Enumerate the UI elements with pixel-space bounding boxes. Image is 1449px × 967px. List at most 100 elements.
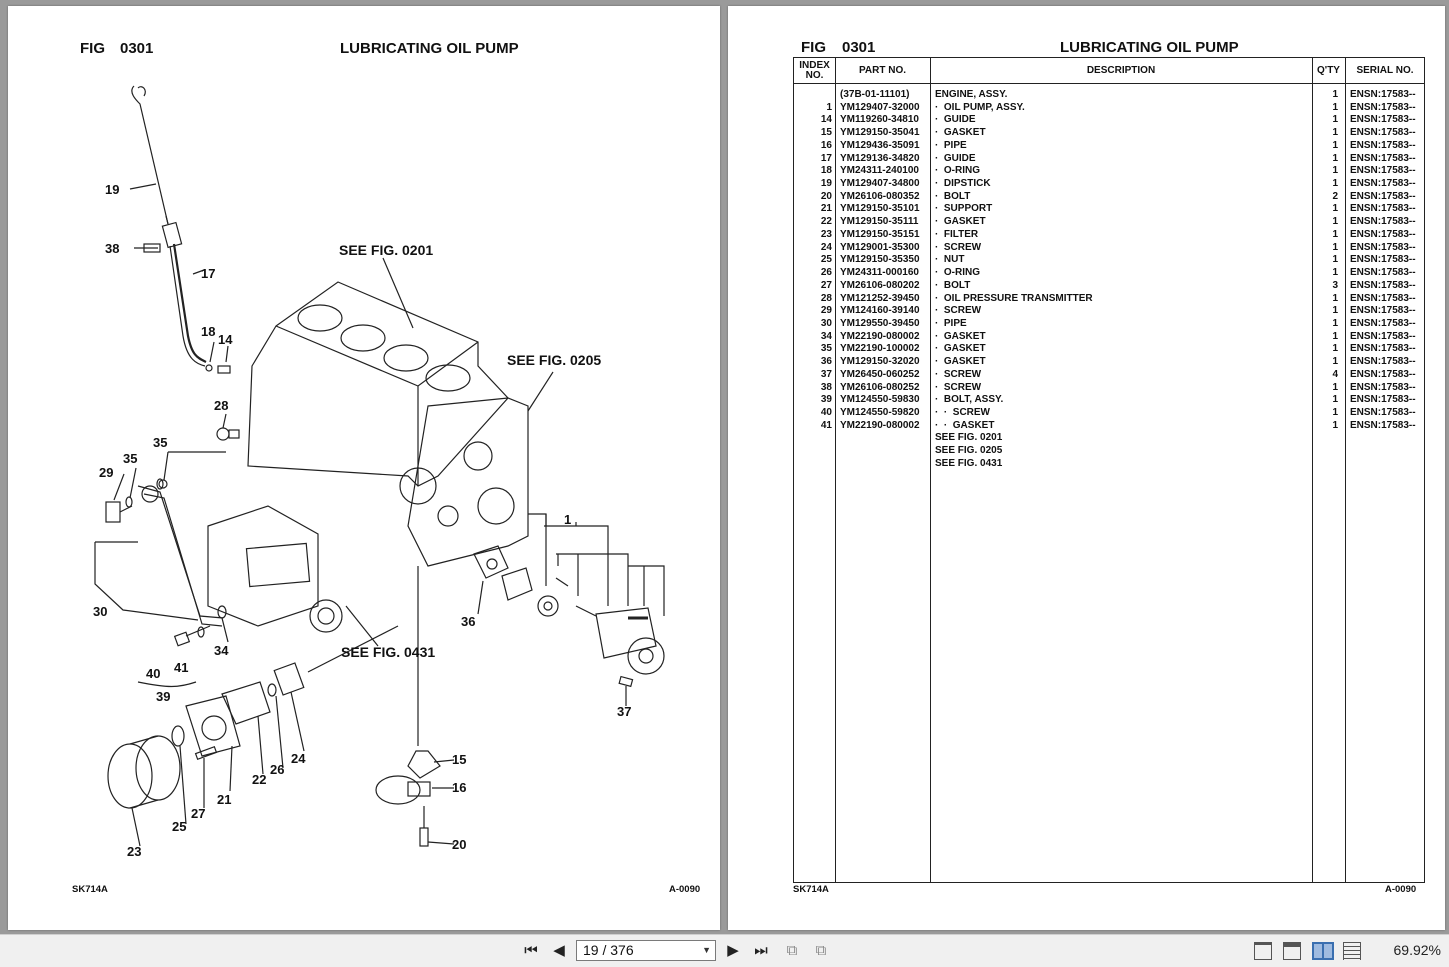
index-cell: 18 bbox=[820, 165, 832, 177]
fig-number: 0301 bbox=[842, 39, 876, 56]
index-cell: 22 bbox=[820, 216, 832, 228]
serial-cell: ENSN:17583-- bbox=[1350, 292, 1416, 304]
callout-19: 19 bbox=[105, 182, 119, 197]
part-number-cell: YM26106-080202 bbox=[840, 279, 920, 291]
table-row: 30 YM129550-39450 · PIPE 1 ENSN:17583-- bbox=[794, 318, 1424, 331]
part-number-cell: YM129150-35101 bbox=[840, 203, 920, 215]
continuous-view-icon[interactable] bbox=[1283, 942, 1301, 960]
description-cell: ENGINE, ASSY. bbox=[935, 89, 1008, 100]
part-number-cell: YM129436-35091 bbox=[840, 139, 920, 151]
col-qty-header: Q'TY bbox=[1317, 64, 1340, 76]
index-cell: 30 bbox=[820, 317, 832, 329]
qty-cell: 1 bbox=[1332, 407, 1338, 418]
footer-left: SK714A bbox=[72, 884, 108, 895]
qty-cell: 1 bbox=[1332, 419, 1338, 431]
description-cell: · PIPE bbox=[935, 139, 967, 151]
part-number-cell: YM129407-32000 bbox=[840, 101, 920, 113]
qty-cell: 1 bbox=[1332, 381, 1338, 393]
fig-label: FIG bbox=[801, 39, 826, 56]
col-serial-header: SERIAL NO. bbox=[1356, 64, 1414, 76]
next-page-button[interactable]: ▶ bbox=[727, 942, 739, 959]
col-index-header: INDEX NO. bbox=[799, 59, 830, 81]
index-cell: 35 bbox=[820, 343, 832, 355]
qty-cell: 1 bbox=[1332, 254, 1338, 266]
qty-cell: 4 bbox=[1332, 368, 1338, 380]
next-view-icon[interactable]: ⧉ bbox=[815, 942, 827, 959]
first-page-button[interactable]: ⏮ bbox=[524, 942, 538, 959]
index-cell: 20 bbox=[820, 190, 832, 202]
qty-cell: 1 bbox=[1332, 101, 1338, 113]
serial-cell: ENSN:17583-- bbox=[1350, 203, 1416, 215]
previous-page-button[interactable]: ◀ bbox=[553, 942, 565, 959]
serial-cell: ENSN:17583-- bbox=[1350, 190, 1416, 202]
qty-cell: 2 bbox=[1332, 190, 1338, 202]
callout-27: 27 bbox=[191, 806, 205, 821]
serial-cell: ENSN:17583-- bbox=[1350, 317, 1416, 329]
description-cell: · SCREW bbox=[935, 368, 982, 380]
qty-cell: 1 bbox=[1332, 305, 1338, 317]
part-number-cell: YM129550-39450 bbox=[840, 317, 920, 329]
index-cell: 40 bbox=[820, 407, 832, 418]
callout-36: 36 bbox=[461, 614, 475, 629]
page-title: LUBRICATING OIL PUMP bbox=[1060, 39, 1239, 56]
table-row: SEE FIG. 0201 bbox=[794, 432, 1424, 445]
index-cell: 41 bbox=[820, 419, 832, 431]
serial-cell: ENSN:17583-- bbox=[1350, 407, 1416, 418]
parts-table: INDEX NO. PART NO. DESCRIPTION Q'TY SERI… bbox=[793, 57, 1425, 883]
last-page-button[interactable]: ⏭ bbox=[754, 942, 768, 959]
description-cell: · PIPE bbox=[935, 317, 967, 329]
serial-cell: ENSN:17583-- bbox=[1350, 139, 1416, 151]
page-number-input[interactable]: 19 / 376 ▼ bbox=[576, 940, 716, 961]
part-number-cell: YM26450-060252 bbox=[840, 368, 920, 380]
page-indicator: 19 / 376 bbox=[583, 942, 634, 958]
see-fig-0205: SEE FIG. 0205 bbox=[507, 352, 601, 368]
description-cell: · SCREW bbox=[935, 381, 982, 393]
callout-39: 39 bbox=[156, 689, 170, 704]
description-cell: · O-RING bbox=[935, 267, 980, 279]
callout-30: 30 bbox=[93, 604, 107, 619]
description-cell: · OIL PUMP, ASSY. bbox=[935, 101, 1025, 113]
callout-17: 17 bbox=[201, 266, 215, 281]
index-cell: 37 bbox=[820, 368, 832, 380]
callout-34: 34 bbox=[214, 643, 229, 658]
zoom-level[interactable]: 69.92% bbox=[1393, 942, 1441, 958]
qty-cell: 1 bbox=[1332, 139, 1338, 151]
single-page-view-icon[interactable] bbox=[1254, 942, 1272, 960]
description-cell: · BOLT bbox=[935, 190, 971, 202]
chevron-down-icon[interactable]: ▼ bbox=[702, 945, 711, 955]
serial-cell: ENSN:17583-- bbox=[1350, 356, 1416, 368]
two-page-view-icon[interactable] bbox=[1312, 942, 1334, 960]
part-number-cell: YM129001-35300 bbox=[840, 241, 920, 253]
index-cell: 36 bbox=[820, 356, 832, 368]
serial-cell: ENSN:17583-- bbox=[1350, 279, 1416, 291]
serial-cell: ENSN:17583-- bbox=[1350, 216, 1416, 228]
index-cell: 26 bbox=[820, 267, 832, 279]
part-number-cell: YM129136-34820 bbox=[840, 152, 920, 164]
description-cell: · NUT bbox=[935, 254, 965, 266]
qty-cell: 1 bbox=[1332, 317, 1338, 329]
previous-view-icon[interactable]: ⧉ bbox=[786, 942, 798, 959]
fig-number: 0301 bbox=[120, 40, 153, 57]
callout-35a: 35 bbox=[153, 435, 167, 450]
qty-cell: 1 bbox=[1332, 343, 1338, 355]
serial-cell: ENSN:17583-- bbox=[1350, 178, 1416, 190]
part-number-cell: YM129150-32020 bbox=[840, 356, 920, 368]
part-number-cell: YM26106-080352 bbox=[840, 190, 920, 202]
serial-cell: ENSN:17583-- bbox=[1350, 305, 1416, 317]
index-cell: 38 bbox=[820, 381, 832, 393]
qty-cell: 1 bbox=[1332, 356, 1338, 368]
two-page-continuous-view-icon[interactable] bbox=[1343, 942, 1361, 960]
qty-cell: 1 bbox=[1332, 89, 1338, 100]
